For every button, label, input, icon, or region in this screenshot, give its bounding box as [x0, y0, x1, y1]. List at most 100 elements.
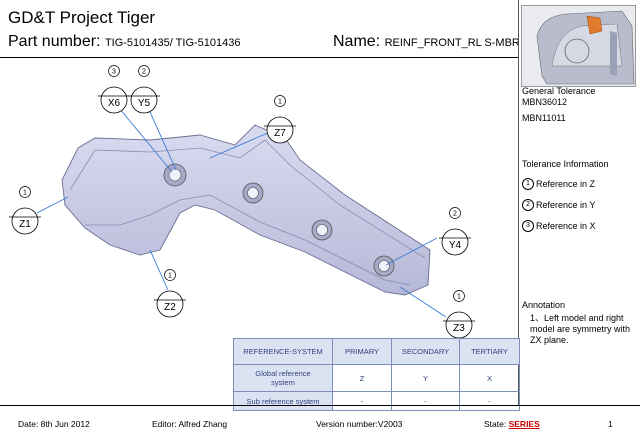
part-hole: [373, 255, 395, 277]
tolerance-ref-text: Reference in X: [536, 221, 596, 231]
tolerance-ref-number: 2: [522, 199, 534, 211]
callout-ref-circle: [164, 269, 176, 281]
callout-label: Y4: [449, 240, 462, 251]
callout-ref-number: 2: [453, 211, 457, 218]
callout-y5: Y5 2: [128, 65, 160, 114]
header-divider: [0, 57, 519, 58]
thumbnail-drawing: [522, 6, 635, 86]
table-cell: Z: [332, 364, 392, 392]
footer-date: Date: 8th Jun 2012: [18, 419, 90, 429]
annotation-section: Annotation 1、Left model and right model …: [522, 300, 637, 346]
table-header-row: REFERENCE-SYSTEM PRIMARY SECONDARY TERTI…: [233, 338, 520, 365]
callout-circle: [445, 311, 473, 338]
tolerance-ref-number: 3: [522, 220, 534, 232]
table-cell: -: [391, 391, 460, 411]
callout-label: Y5: [138, 98, 151, 109]
leader-line: [36, 196, 69, 214]
footer-editor: Editor: Alfred Zhang: [152, 419, 228, 429]
general-tolerance-line: MBN36012: [522, 97, 568, 107]
part-body: [61, 124, 431, 296]
callout-label: Z7: [274, 128, 286, 139]
tolerance-info-section: Tolerance Information 1 Reference in Z 2…: [522, 159, 637, 232]
tolerance-ref-item: 1 Reference in Z: [522, 178, 637, 190]
part-flange-edge: [69, 139, 426, 259]
part-name-label: Name:: [333, 33, 381, 50]
callout-ref-circle: [274, 95, 286, 107]
part-name-value: REINF_FRONT_RL S-MBR: [384, 37, 518, 49]
callout-z2: Z2 1: [154, 269, 186, 318]
callout-ref-number: 1: [278, 99, 282, 106]
leader-line: [209, 131, 271, 159]
general-tolerance-section: General Tolerance MBN36012 MBN11011: [522, 86, 637, 124]
table-cell: Global reference system: [233, 364, 333, 392]
callout-circle: [100, 86, 128, 114]
callout-label: Z3: [453, 323, 465, 334]
callout-ref-circle: [138, 65, 150, 77]
part-hole: [311, 219, 333, 241]
footer-page-number: 1: [608, 419, 613, 429]
annotation-text: 1、Left model and right model are symmetr…: [530, 313, 631, 345]
tolerance-ref-item: 2 Reference in Y: [522, 199, 637, 211]
tolerance-ref-text: Reference in Y: [536, 200, 596, 210]
callout-ref-number: 1: [168, 273, 172, 280]
leader-line: [145, 102, 177, 171]
page-title: GD&T Project Tiger: [8, 8, 156, 27]
footer-state: State: SERIES: [484, 419, 540, 429]
reference-system-table: REFERENCE-SYSTEM PRIMARY SECONDARY TERTI…: [233, 338, 520, 411]
callout-ref-number: 3: [112, 69, 116, 76]
table-header: SECONDARY: [391, 338, 460, 365]
footer-state-label: State:: [484, 419, 507, 429]
part-hole: [242, 182, 264, 204]
table-cell: -: [459, 391, 520, 411]
tolerance-info-title: Tolerance Information: [522, 159, 609, 169]
footer-version: Version number:V2003: [316, 419, 403, 429]
table-cell: X: [459, 364, 520, 392]
part-name-line: Name: REINF_FRONT_RL S-MBR: [333, 33, 518, 51]
callout-circle: [156, 290, 184, 318]
part-thumbnail-image: [521, 5, 636, 87]
part-rib-edge: [85, 194, 411, 286]
callout-ref-circle: [453, 290, 465, 302]
tolerance-ref-number: 1: [522, 178, 534, 190]
callout-ref-number: 2: [142, 69, 146, 76]
table-header: REFERENCE-SYSTEM: [233, 338, 333, 365]
callout-label: Z2: [164, 302, 176, 313]
callout-x6: X6 3: [98, 65, 130, 114]
callout-ref-circle: [19, 186, 31, 198]
table-cell: Y: [391, 364, 460, 392]
tolerance-ref-text: Reference in Z: [536, 179, 596, 189]
callout-ref-number: 1: [457, 294, 461, 301]
table-row: Global reference system Z Y X: [233, 364, 520, 392]
callout-ref-number: 1: [23, 190, 27, 197]
callout-z1: Z1 1: [9, 186, 41, 235]
part-number-label: Part number:: [8, 33, 101, 50]
callout-circle: [11, 207, 39, 235]
callout-label: X6: [108, 98, 121, 109]
annotation-title: Annotation: [522, 300, 566, 310]
leader-line: [399, 286, 447, 318]
table-header: TERTIARY: [459, 338, 520, 365]
footer-state-value: SERIES: [508, 419, 540, 429]
footer: Date: 8th Jun 2012 Editor: Alfred Zhang …: [0, 405, 640, 440]
general-tolerance-title: General Tolerance: [522, 86, 596, 96]
tolerance-ref-item: 3 Reference in X: [522, 220, 637, 232]
leader-line: [385, 237, 438, 266]
callout-circle: [266, 116, 294, 144]
part-number-line: Part number: TIG-5101435/ TIG-5101436: [8, 33, 241, 51]
callout-z7: Z7 1: [264, 95, 296, 144]
callout-z3: Z3 1: [443, 290, 475, 338]
callout-circle: [441, 228, 469, 256]
callout-y4: Y4 2: [439, 207, 471, 256]
leader-line: [149, 249, 169, 291]
table-header: PRIMARY: [332, 338, 392, 365]
callout-label: Z1: [19, 219, 31, 230]
callout-ref-circle: [108, 65, 120, 77]
leader-line: [114, 102, 173, 173]
callout-circle: [130, 86, 158, 114]
general-tolerance-line: MBN11011: [522, 113, 566, 123]
callout-ref-circle: [449, 207, 461, 219]
part-number-value: TIG-5101435/ TIG-5101436: [104, 37, 241, 49]
sidebar: [518, 0, 640, 405]
